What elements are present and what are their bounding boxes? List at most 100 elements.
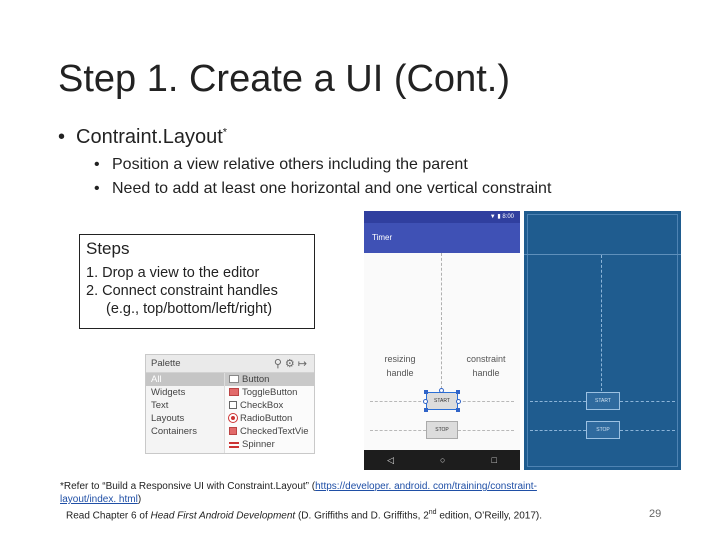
subbullet-1-text: Position a view relative others includin… xyxy=(112,156,468,173)
search-icon[interactable]: ⚲ xyxy=(273,358,285,370)
blueprint-horizontal-constraint xyxy=(530,430,586,431)
palette-title: Palette xyxy=(151,358,181,369)
recents-icon[interactable]: □ xyxy=(491,455,497,465)
toggle-icon xyxy=(229,388,239,396)
footnote-text: *Refer to “Build a Responsive UI with Co… xyxy=(60,481,316,492)
collapse-icon[interactable]: ↦ xyxy=(297,358,310,370)
constraint-handle[interactable] xyxy=(423,399,428,404)
blueprint-frame xyxy=(527,214,678,467)
footnote-link-cont[interactable]: layout/index. html xyxy=(60,494,138,505)
home-icon[interactable]: ○ xyxy=(440,455,446,465)
footnote-book-title: Head First Android Development xyxy=(150,510,296,522)
palette-panel: Palette ⚲⚙↦ All Widgets Text Layouts Con… xyxy=(145,354,315,454)
blueprint-start-button[interactable]: START xyxy=(586,392,620,410)
steps-title: Steps xyxy=(86,239,130,258)
footnote-line-1: *Refer to “Build a Responsive UI with Co… xyxy=(60,480,620,493)
palette-item-checkedtextview[interactable]: CheckedTextVie xyxy=(225,425,314,438)
start-button-label: START xyxy=(434,398,450,404)
footnote-text: edition, O’Reilly, 2017). xyxy=(436,510,542,522)
bullet-dot-icon: • xyxy=(94,180,100,197)
palette-item-label: ToggleButton xyxy=(242,387,298,398)
palette-item-label: CheckedTextVie xyxy=(240,426,309,437)
phone-preview: ▼ ▮ 8:00 Timer START STOP ◁ ○ □ xyxy=(364,211,520,470)
palette-category-all[interactable]: All xyxy=(146,373,224,386)
palette-header: Palette ⚲⚙↦ xyxy=(146,355,314,373)
palette-category-widgets[interactable]: Widgets xyxy=(151,387,186,398)
bullet-dot-icon: • xyxy=(94,156,100,173)
subbullet-1: • Position a view relative others includi… xyxy=(94,156,468,174)
horizontal-constraint-line-right xyxy=(458,401,514,402)
bullet-text: Contraint.Layout xyxy=(76,126,223,148)
footnote-link[interactable]: https://developer. android. com/training… xyxy=(315,481,537,492)
palette-category-containers[interactable]: Containers xyxy=(151,426,197,437)
steps-item-1: 1. Drop a view to the editor xyxy=(86,265,260,281)
footnote-text: (D. Griffiths and D. Griffiths, 2 xyxy=(295,510,429,522)
steps-item-2: 2. Connect constraint handles xyxy=(86,283,278,299)
palette-item-label: Spinner xyxy=(242,439,275,450)
stop-button-label: STOP xyxy=(435,427,449,433)
status-bar: ▼ ▮ 8:00 xyxy=(364,211,520,223)
subbullet-2: • Need to add at least one horizontal and… xyxy=(94,180,551,198)
resize-handle[interactable] xyxy=(424,390,428,394)
palette-item-label: Button xyxy=(242,374,270,385)
radio-icon xyxy=(229,414,237,422)
blueprint-horizontal-constraint xyxy=(620,401,675,402)
status-time: 8:00 xyxy=(502,214,514,220)
resize-handle[interactable] xyxy=(424,408,428,412)
blueprint-horizontal-constraint xyxy=(620,430,675,431)
checked-text-icon xyxy=(229,427,237,435)
back-icon[interactable]: ◁ xyxy=(387,454,394,465)
constraint-handle[interactable] xyxy=(456,399,461,404)
footnote-line-3: Read Chapter 6 of Head First Android Dev… xyxy=(60,506,620,522)
app-title: Timer xyxy=(372,233,393,242)
footnote-sup: nd xyxy=(428,509,437,516)
start-button[interactable]: START xyxy=(426,392,458,410)
gear-icon[interactable]: ⚙ xyxy=(284,358,298,370)
bullet-footnote-mark: * xyxy=(222,126,228,139)
blueprint-vertical-constraint xyxy=(601,255,602,391)
palette-item-checkbox[interactable]: CheckBox xyxy=(225,399,314,412)
ok-button-icon xyxy=(229,375,239,383)
horizontal-constraint-line-left xyxy=(370,401,426,402)
blueprint-view: START STOP xyxy=(524,211,681,470)
footnote-text: Read Chapter 6 of xyxy=(66,510,151,522)
palette-categories: All Widgets Text Layouts Containers xyxy=(146,373,224,453)
palette-items: Button ToggleButton CheckBox RadioButton… xyxy=(224,373,314,453)
resize-handle[interactable] xyxy=(456,408,460,412)
nav-bar: ◁ ○ □ xyxy=(364,450,520,470)
resize-handle[interactable] xyxy=(456,390,460,394)
battery-icon: ▮ xyxy=(497,214,501,220)
steps-box: Steps 1. Drop a view to the editor 2. Co… xyxy=(79,234,315,329)
blueprint-stop-label: STOP xyxy=(596,427,610,433)
horizontal-constraint-line-left-2 xyxy=(370,430,426,431)
palette-item-spinner[interactable]: Spinner xyxy=(225,438,314,451)
steps-item-2-cont: (e.g., top/bottom/left/right) xyxy=(106,301,273,317)
palette-item-button[interactable]: Button xyxy=(225,373,314,386)
slide-title: Step 1. Create a UI (Cont.) xyxy=(58,58,510,100)
footnote: *Refer to “Build a Responsive UI with Co… xyxy=(60,480,620,522)
footnote-line-2: layout/index. html) xyxy=(60,493,620,506)
footnote-text: ) xyxy=(137,494,142,505)
page-number: 29 xyxy=(649,508,662,520)
annotation-resizing-handle: resizing handle xyxy=(384,354,416,378)
palette-category-layouts[interactable]: Layouts xyxy=(151,413,185,424)
annotation-constraint-handle: constraint handle xyxy=(466,354,506,378)
blueprint-start-label: START xyxy=(595,398,611,404)
blueprint-horizontal-constraint xyxy=(530,401,586,402)
palette-item-togglebutton[interactable]: ToggleButton xyxy=(225,386,314,399)
bullet-constraint-layout: •Contraint.Layout* xyxy=(58,126,227,149)
checkbox-icon xyxy=(229,401,237,409)
palette-item-label: CheckBox xyxy=(240,400,284,411)
subbullet-2-text: Need to add at least one horizontal and … xyxy=(112,180,552,197)
spinner-icon xyxy=(229,442,239,448)
vertical-constraint-line xyxy=(441,253,442,389)
constraint-handle[interactable] xyxy=(439,388,444,393)
blueprint-appbar-outline xyxy=(524,211,681,255)
blueprint-stop-button[interactable]: STOP xyxy=(586,421,620,439)
palette-category-text[interactable]: Text xyxy=(151,400,169,411)
horizontal-constraint-line-right-2 xyxy=(458,430,514,431)
palette-item-radiobutton[interactable]: RadioButton xyxy=(225,412,314,425)
stop-button[interactable]: STOP xyxy=(426,421,458,439)
app-bar: Timer xyxy=(364,223,520,253)
palette-item-label: RadioButton xyxy=(240,413,293,424)
